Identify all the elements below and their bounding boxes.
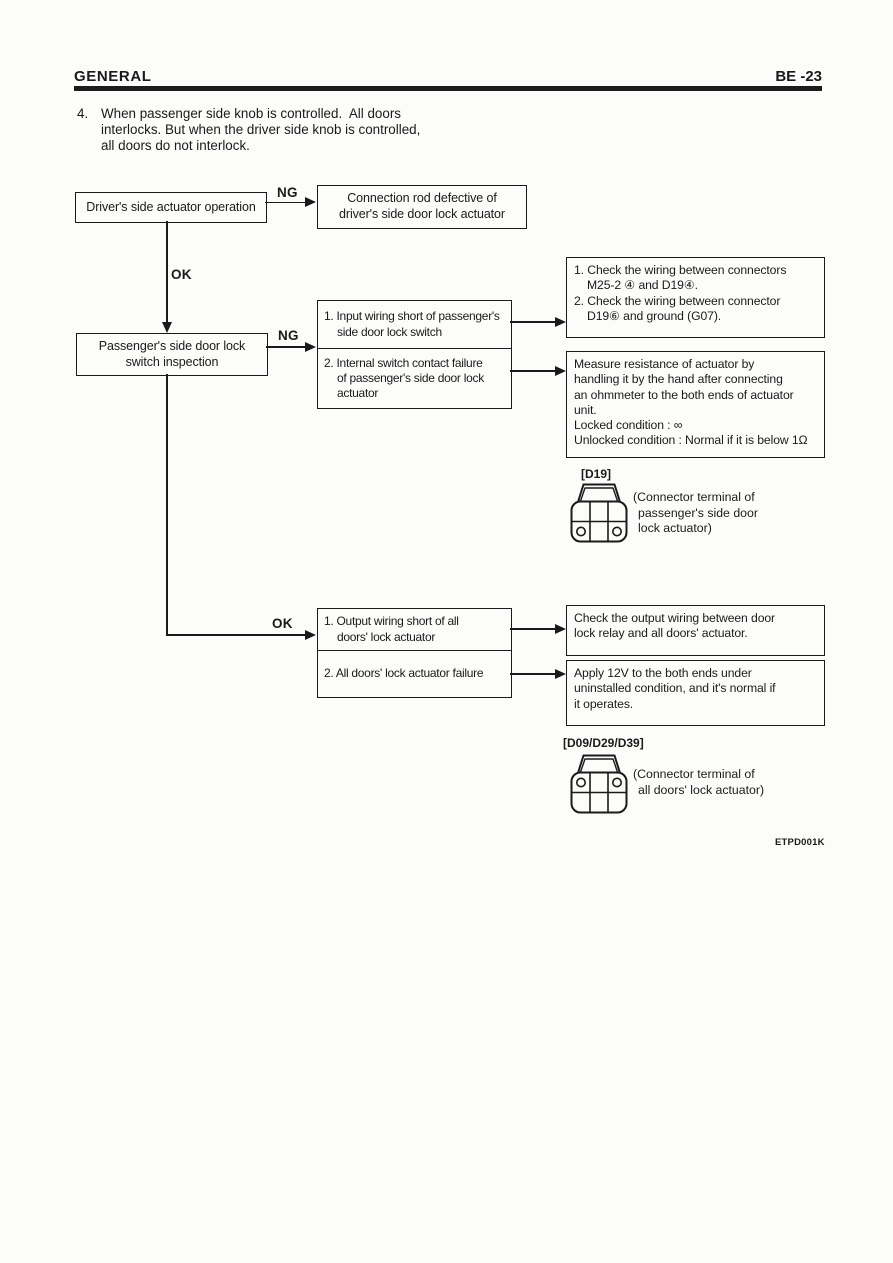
flow-box-check-output-wiring: Check the output wiring between door loc… bbox=[566, 605, 825, 656]
document-code: ETPD001K bbox=[775, 837, 825, 848]
connector-line bbox=[265, 201, 307, 204]
box-line: an ohmmeter to the both ends of actuator bbox=[574, 387, 794, 402]
arrowhead-right-icon bbox=[305, 341, 316, 352]
d09-connector-icon bbox=[570, 754, 628, 814]
box-line: 2. All doors' lock actuator failure bbox=[324, 666, 484, 681]
intro-item-number: 4. bbox=[77, 106, 89, 121]
box-line: Unlocked condition : Normal if it is bel… bbox=[574, 433, 808, 448]
connector-line bbox=[166, 221, 169, 323]
arrowhead-right-icon bbox=[555, 623, 566, 634]
box-line: 2. Internal switch contact failure bbox=[324, 355, 483, 370]
header-page-number: BE -23 bbox=[775, 68, 822, 85]
d19-connector-icon bbox=[570, 483, 628, 543]
box-line: switch inspection bbox=[125, 354, 219, 369]
flow-box-connection-rod: Connection rod defective of driver's sid… bbox=[317, 185, 527, 229]
box-line: 1. Check the wiring between connectors bbox=[574, 263, 787, 277]
connector-line bbox=[266, 346, 306, 348]
connector-line bbox=[510, 321, 557, 323]
box-line: Driver's side actuator operation bbox=[86, 199, 256, 214]
intro-line: interlocks. But when the driver side kno… bbox=[101, 122, 421, 137]
caption-line: lock actuator) bbox=[638, 521, 712, 536]
box-line: it operates. bbox=[574, 696, 634, 711]
label-ok: OK bbox=[171, 267, 192, 282]
arrowhead-right-icon bbox=[305, 197, 316, 207]
box-line: driver's side door lock actuator bbox=[339, 207, 505, 221]
cause-item-2: 2. All doors' lock actuator failure bbox=[318, 651, 511, 697]
box-line: of passenger's side door lock bbox=[337, 370, 484, 385]
box-line: Connection rod defective of bbox=[347, 191, 497, 206]
connector-line bbox=[510, 673, 557, 675]
box-line: 2. Check the wiring between connector bbox=[574, 293, 781, 308]
box-line: handling it by the hand after connecting bbox=[574, 372, 783, 387]
cause-item-1: 1. Output wiring short of all doors' loc… bbox=[318, 609, 511, 651]
box-line: 1. Input wiring short of passenger's bbox=[324, 309, 500, 324]
label-ok: OK bbox=[272, 616, 293, 631]
box-line: uninstalled condition, and it's normal i… bbox=[574, 681, 776, 696]
box-line: side door lock switch bbox=[337, 324, 442, 339]
caption-line: all doors' lock actuator) bbox=[638, 782, 765, 797]
flow-box-upper-causes: 1. Input wiring short of passenger's sid… bbox=[317, 300, 512, 409]
flow-box-apply-12v: Apply 12V to the both ends under uninsta… bbox=[566, 660, 825, 726]
flow-box-check-wiring: 1. Check the wiring between connectors M… bbox=[566, 257, 825, 338]
flow-box-lower-causes: 1. Output wiring short of all doors' loc… bbox=[317, 608, 512, 698]
connector-line bbox=[510, 370, 557, 372]
arrowhead-down-icon bbox=[161, 322, 172, 333]
connector-line bbox=[166, 374, 169, 636]
cause-item-2: 2. Internal switch contact failure of pa… bbox=[318, 349, 511, 408]
d09-connector-caption: (Connector terminal of all doors' lock a… bbox=[633, 767, 764, 798]
box-line: Apply 12V to the both ends under bbox=[574, 666, 752, 680]
flow-box-measure-resistance: Measure resistance of actuator by handli… bbox=[566, 351, 825, 458]
box-line: Check the output wiring between door bbox=[574, 611, 776, 625]
box-line: doors' lock actuator bbox=[337, 629, 436, 644]
arrowhead-right-icon bbox=[555, 668, 566, 679]
flow-box-driver-actuator: Driver's side actuator operation bbox=[75, 192, 267, 223]
arrowhead-right-icon bbox=[555, 365, 566, 376]
header-rule bbox=[74, 86, 822, 91]
caption-line: (Connector terminal of bbox=[633, 767, 755, 781]
box-line: lock relay and all doors' actuator. bbox=[574, 626, 748, 641]
box-line: 1. Output wiring short of all bbox=[324, 614, 459, 629]
caption-line: (Connector terminal of bbox=[633, 490, 755, 504]
box-line: Passenger's side door lock bbox=[98, 338, 246, 353]
d19-connector-label: [D19] bbox=[581, 467, 612, 481]
box-line: D19⑥ and ground (G07). bbox=[587, 308, 722, 323]
box-line: Measure resistance of actuator by bbox=[574, 357, 755, 371]
connector-line bbox=[510, 628, 557, 630]
caption-line: passenger's side door bbox=[638, 505, 758, 520]
arrowhead-right-icon bbox=[555, 316, 566, 327]
intro-line: When passenger side knob is controlled. … bbox=[101, 106, 401, 121]
label-ng: NG bbox=[277, 185, 298, 200]
d19-connector-caption: (Connector terminal of passenger's side … bbox=[633, 490, 758, 537]
box-line: Locked condition : ∞ bbox=[574, 418, 683, 433]
label-ng: NG bbox=[278, 328, 299, 343]
connector-line bbox=[166, 634, 307, 636]
intro-line: all doors do not interlock. bbox=[101, 138, 250, 153]
box-line: actuator bbox=[337, 386, 379, 401]
cause-item-1: 1. Input wiring short of passenger's sid… bbox=[318, 301, 511, 349]
arrowhead-right-icon bbox=[305, 629, 316, 640]
flow-box-passenger-switch: Passenger's side door lock switch inspec… bbox=[76, 333, 268, 376]
box-line: unit. bbox=[574, 402, 597, 417]
header-section-title: GENERAL bbox=[74, 68, 152, 85]
d09-connector-label: [D09/D29/D39] bbox=[563, 736, 644, 750]
box-line: M25-2 ④ and D19④. bbox=[587, 278, 698, 293]
intro-paragraph: When passenger side knob is controlled. … bbox=[101, 106, 420, 154]
